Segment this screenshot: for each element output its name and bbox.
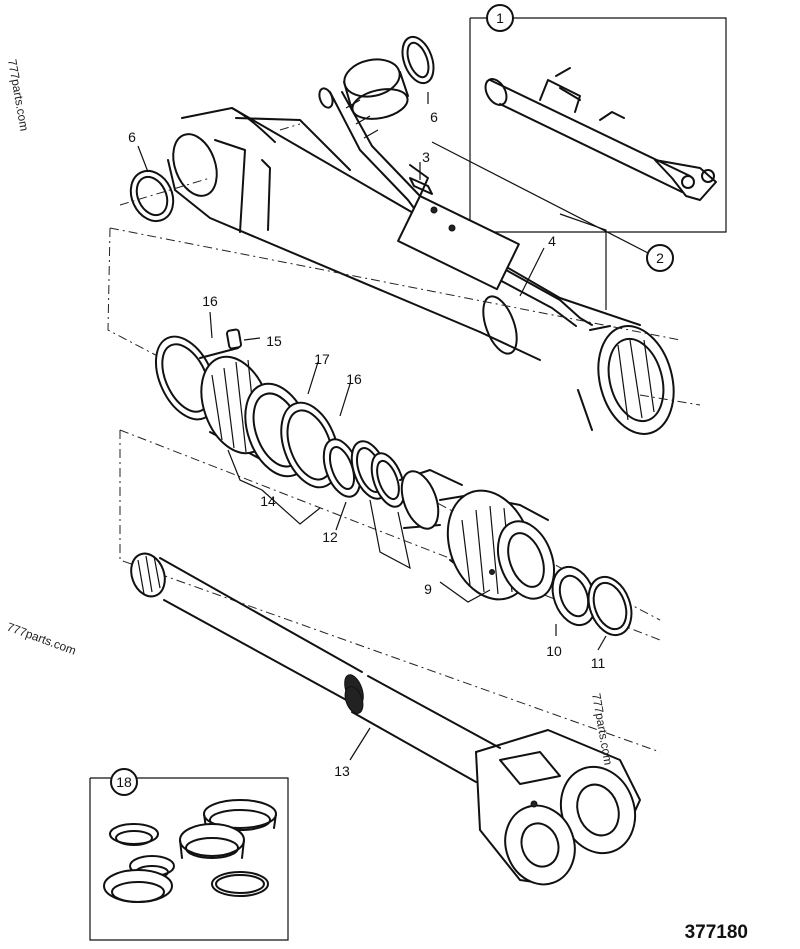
inset-assembled-cylinder: 1 bbox=[469, 4, 727, 233]
callout-11: 11 bbox=[591, 655, 606, 671]
callout-15: 15 bbox=[266, 333, 282, 349]
callout-16-left: 16 bbox=[202, 293, 218, 309]
watermark-top-left: 777parts.com bbox=[5, 58, 31, 132]
callout-circle-1 bbox=[486, 4, 514, 32]
callout-13: 13 bbox=[334, 763, 350, 779]
callout-14: 14 bbox=[260, 493, 276, 509]
callout-10: 10 bbox=[546, 643, 562, 659]
callout-4: 4 bbox=[548, 233, 556, 249]
callout-2: 2 bbox=[656, 250, 664, 266]
seal-group bbox=[154, 328, 406, 508]
callout-circle-18 bbox=[110, 768, 138, 796]
inset-seal-kit: 18 bbox=[89, 768, 289, 941]
piston bbox=[399, 469, 556, 601]
rings-10-11 bbox=[551, 565, 633, 637]
callout-6-top: 6 bbox=[430, 109, 438, 125]
callout-circle-2 bbox=[646, 244, 674, 272]
bush-top bbox=[343, 35, 435, 120]
callout-1: 1 bbox=[496, 10, 504, 26]
watermark-left: 777parts.com bbox=[5, 620, 78, 658]
cylinder-barrel bbox=[167, 107, 675, 435]
callout-6-left: 6 bbox=[128, 129, 136, 145]
figure-number: 377180 bbox=[685, 922, 748, 943]
callout-16-right: 16 bbox=[346, 371, 362, 387]
bush-left bbox=[129, 169, 175, 223]
callout-12: 12 bbox=[322, 529, 338, 545]
callout-17: 17 bbox=[314, 351, 330, 367]
leader-lines bbox=[137, 92, 674, 761]
callout-3: 3 bbox=[422, 149, 430, 165]
piston-rod bbox=[130, 552, 641, 886]
callout-18: 18 bbox=[116, 774, 132, 790]
watermark-right: 777parts.com bbox=[589, 692, 615, 766]
callout-9: 9 bbox=[424, 581, 432, 597]
